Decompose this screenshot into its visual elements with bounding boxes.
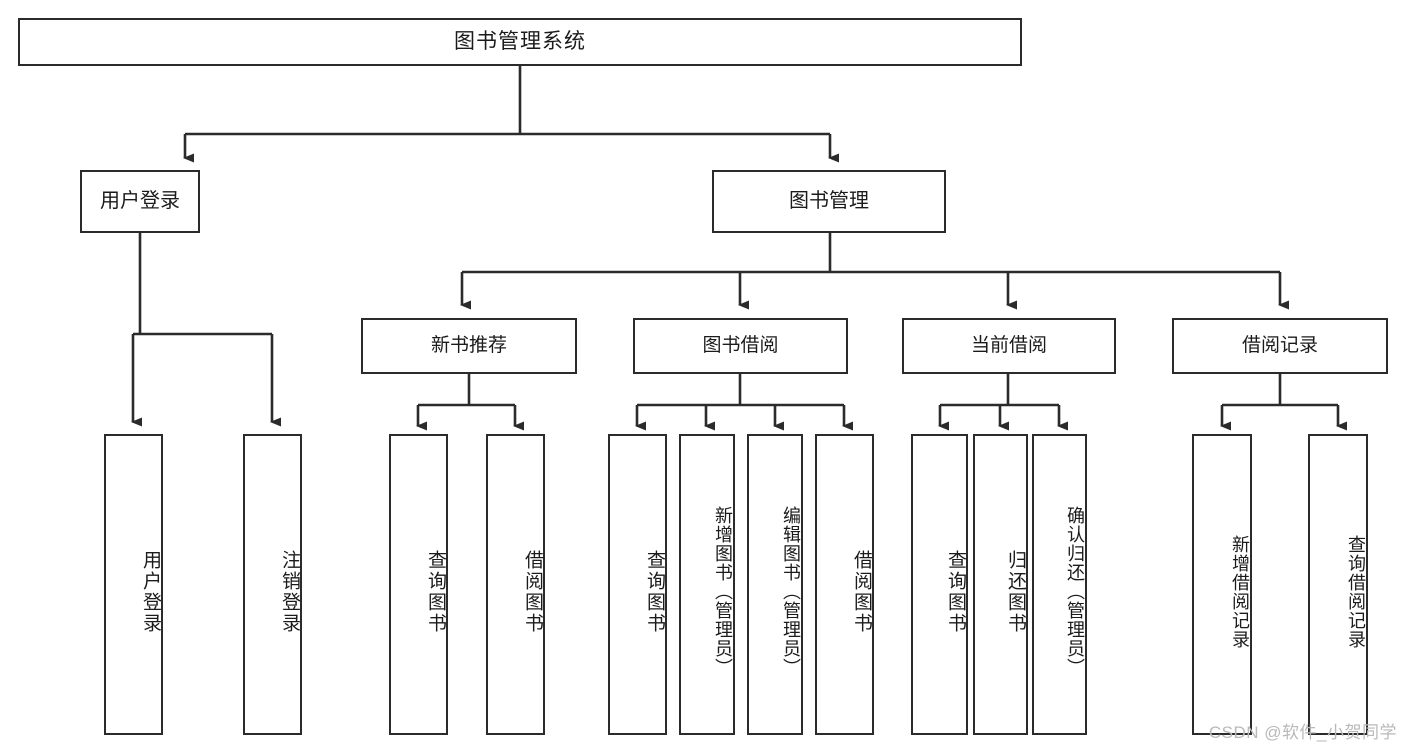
leaf-label: 借阅图书 xyxy=(522,549,543,634)
leaf-current-return-book[interactable]: 归还图书 xyxy=(973,434,1028,735)
leaf-user-login-logout[interactable]: 注销登录 xyxy=(243,434,302,735)
leaf-label: 注销登录 xyxy=(279,549,300,634)
leaf-label: 查询图书 xyxy=(945,549,966,634)
leaf-label: 新增借阅记录 xyxy=(1230,534,1250,649)
leaf-borrow-edit-book-admin[interactable]: 编辑图书（管理员） xyxy=(747,434,803,735)
node-user-login-label: 用户登录 xyxy=(100,189,180,212)
leaf-current-query-book[interactable]: 查询图书 xyxy=(911,434,968,735)
leaf-record-add-record[interactable]: 新增借阅记录 xyxy=(1192,434,1252,735)
leaf-label: 新增图书（管理员） xyxy=(713,506,733,677)
leaf-new-book-borrow[interactable]: 借阅图书 xyxy=(486,434,545,735)
node-current-borrow-label: 当前借阅 xyxy=(970,334,1047,356)
leaf-label: 用户登录 xyxy=(140,549,161,634)
leaf-label: 借阅图书 xyxy=(851,549,872,634)
node-current-borrow[interactable]: 当前借阅 xyxy=(902,318,1116,374)
leaf-record-query-record[interactable]: 查询借阅记录 xyxy=(1308,434,1368,735)
leaf-borrow-add-book-admin[interactable]: 新增图书（管理员） xyxy=(679,434,735,735)
leaf-new-book-query[interactable]: 查询图书 xyxy=(389,434,448,735)
leaf-label: 查询借阅记录 xyxy=(1346,534,1366,649)
leaf-borrow-query-book[interactable]: 查询图书 xyxy=(608,434,667,735)
node-new-book-recommend-label: 新书推荐 xyxy=(430,334,507,356)
leaf-label: 查询图书 xyxy=(425,549,446,634)
leaf-label: 归还图书 xyxy=(1005,549,1026,634)
node-new-book-recommend[interactable]: 新书推荐 xyxy=(361,318,577,374)
leaf-label: 确认归还（管理员） xyxy=(1065,506,1085,677)
node-borrow-record-label: 借阅记录 xyxy=(1241,334,1318,356)
node-root-label: 图书管理系统 xyxy=(454,29,586,53)
leaf-label: 查询图书 xyxy=(644,549,665,634)
node-borrow-record[interactable]: 借阅记录 xyxy=(1172,318,1388,374)
leaf-current-confirm-return-admin[interactable]: 确认归还（管理员） xyxy=(1032,434,1087,735)
leaf-borrow-borrow-book[interactable]: 借阅图书 xyxy=(815,434,874,735)
node-root[interactable]: 图书管理系统 xyxy=(18,18,1022,66)
node-book-borrow-label: 图书借阅 xyxy=(702,334,779,356)
node-book-management[interactable]: 图书管理 xyxy=(712,170,946,233)
node-book-management-label: 图书管理 xyxy=(789,189,869,212)
leaf-user-login-login[interactable]: 用户登录 xyxy=(104,434,163,735)
node-book-borrow[interactable]: 图书借阅 xyxy=(633,318,848,374)
node-user-login[interactable]: 用户登录 xyxy=(80,170,200,233)
leaf-label: 编辑图书（管理员） xyxy=(781,506,801,677)
